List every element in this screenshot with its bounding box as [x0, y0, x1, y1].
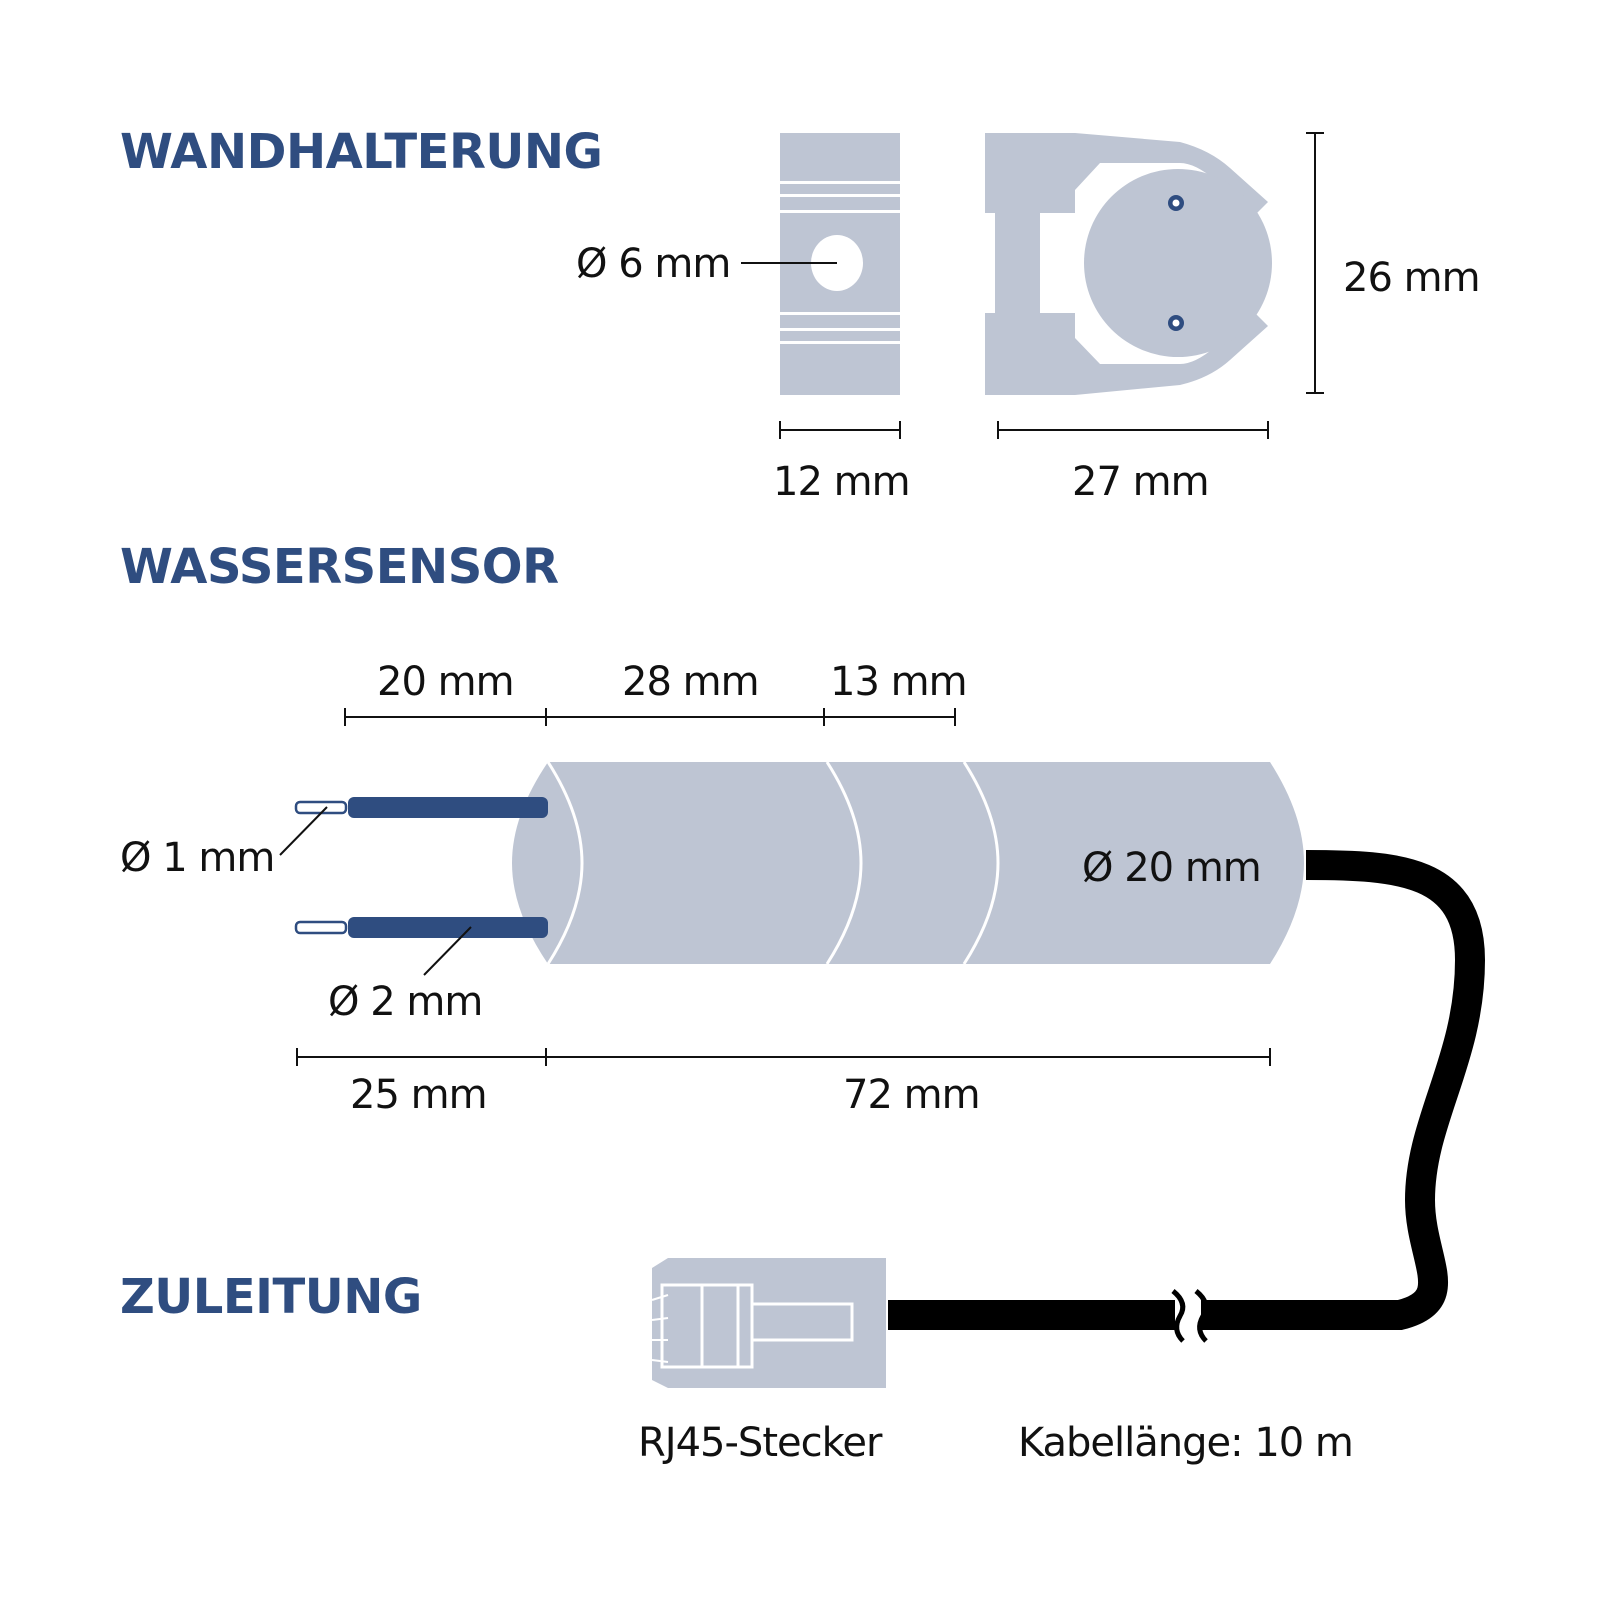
body-diameter-label: Ø 20 mm: [1082, 845, 1262, 891]
rj45-connector: [651, 1258, 886, 1388]
side-width-label: 27 mm: [1072, 459, 1210, 505]
segment-1-label: 20 mm: [377, 659, 515, 705]
cable-length-label: Kabellänge: 10 m: [1018, 1420, 1354, 1466]
body-length-label: 72 mm: [843, 1072, 981, 1118]
cable-heading: ZULEITUNG: [120, 1269, 422, 1325]
sensor-pins: [279, 797, 548, 976]
sensor-bottom-dimensions: [296, 1048, 1271, 1066]
wall-mount-front-view: [741, 133, 900, 395]
height-label: 26 mm: [1343, 255, 1481, 301]
wall-mount-heading: WANDHALTERUNG: [120, 124, 603, 180]
cable: [888, 850, 1486, 1330]
hole-diameter-label: Ø 6 mm: [576, 241, 731, 287]
water-sensor-heading: WASSERSENSOR: [120, 539, 559, 595]
segment-2-label: 28 mm: [622, 659, 760, 705]
wall-mount-side-view: [985, 133, 1272, 395]
cable-break-icon: [1171, 1289, 1209, 1343]
connector-label: RJ45-Stecker: [638, 1420, 882, 1466]
pin-tip-diameter-label: Ø 1 mm: [120, 835, 275, 881]
sensor-top-dimensions: [344, 708, 956, 726]
segment-3-label: 13 mm: [830, 659, 968, 705]
wall-mount-dimensions: [779, 132, 1324, 439]
front-width-label: 12 mm: [773, 459, 911, 505]
pin-length-label: 25 mm: [350, 1072, 488, 1118]
sensor-body: [512, 761, 1304, 965]
pin-diameter-label: Ø 2 mm: [328, 979, 483, 1025]
